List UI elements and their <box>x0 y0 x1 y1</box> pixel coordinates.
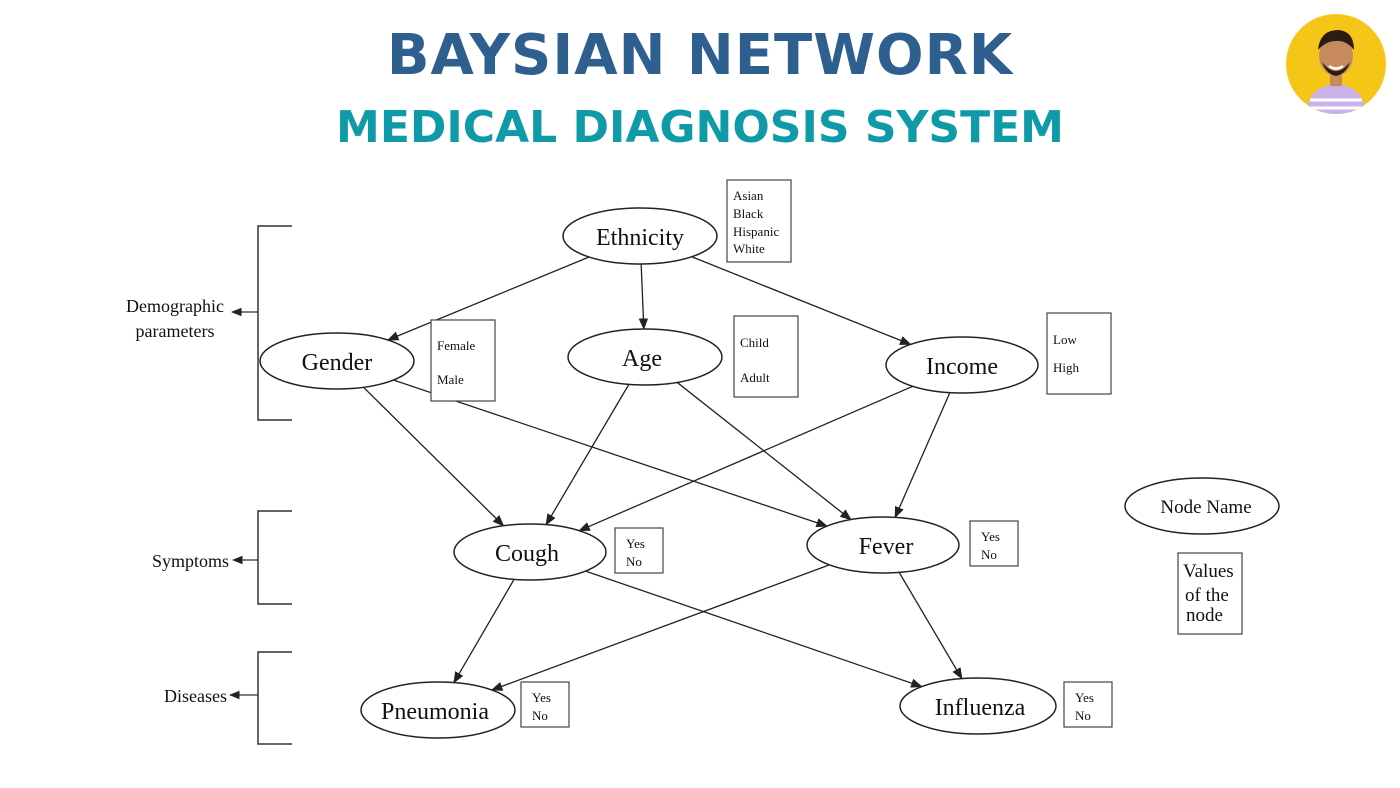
node-influenza: Influenza <box>899 677 1057 735</box>
legend-values-line1: Values <box>1183 561 1234 582</box>
edge-gender-to-fever <box>393 379 829 528</box>
values-box-gender: Female Male <box>430 319 496 402</box>
value-gender-2: Male <box>437 372 464 387</box>
edge-age-to-cough <box>545 384 630 526</box>
legend-values-line2: of the <box>1185 585 1229 606</box>
value-cough-1: Yes <box>626 536 645 551</box>
value-fever-2: No <box>981 547 997 562</box>
node-gender: Gender <box>259 332 415 390</box>
values-box-age: Child Adult <box>733 315 799 398</box>
value-income-2: High <box>1053 360 1080 375</box>
edge-income-to-cough <box>578 385 913 532</box>
demographic-label-line2: parameters <box>136 321 215 341</box>
node-age: Age <box>567 328 723 386</box>
page-title: BAYSIAN NETWORK <box>386 23 1014 88</box>
legend-node-name-label: Node Name <box>1160 497 1251 518</box>
author-avatar <box>1286 14 1386 114</box>
value-cough-2: No <box>626 554 642 569</box>
value-ethnicity-4: White <box>733 241 765 256</box>
demographic-label-line1: Demographic <box>126 296 224 316</box>
value-influenza-2: No <box>1075 708 1091 723</box>
node-ethnicity: Ethnicity <box>562 207 718 265</box>
values-box-ethnicity: Asian Black Hispanic White <box>726 179 792 263</box>
diseases-label: Diseases <box>164 686 227 706</box>
values-box-cough: Yes No <box>614 527 664 574</box>
legend-node-example: Node Name <box>1124 477 1280 535</box>
value-ethnicity-2: Black <box>733 206 764 221</box>
values-box-pneumonia: Yes No <box>520 681 570 728</box>
node-cough: Cough <box>453 523 607 581</box>
values-box-fever: Yes No <box>969 520 1019 567</box>
edge-ethnicity-to-gender <box>386 256 590 341</box>
edge-fever-to-influenza <box>898 572 963 680</box>
value-ethnicity-3: Hispanic <box>733 224 779 239</box>
edge-fever-to-pneumonia <box>490 564 830 691</box>
edge-ethnicity-to-age <box>638 263 649 331</box>
edge-cough-to-influenza <box>585 570 923 688</box>
node-gender-label: Gender <box>302 350 373 376</box>
edges-layer <box>363 256 963 691</box>
values-box-income: Low High <box>1046 312 1112 395</box>
value-gender-1: Female <box>437 338 475 353</box>
edge-ethnicity-to-income <box>691 256 912 345</box>
node-pneumonia: Pneumonia <box>360 681 516 739</box>
value-pneumonia-2: No <box>532 708 548 723</box>
legend-values-line3: node <box>1186 605 1223 626</box>
edge-gender-to-cough <box>363 386 505 527</box>
value-influenza-1: Yes <box>1075 690 1094 705</box>
edge-income-to-fever <box>894 392 951 519</box>
values-box-influenza: Yes No <box>1063 681 1113 728</box>
value-age-1: Child <box>740 335 769 350</box>
node-income-label: Income <box>926 354 998 380</box>
node-income: Income <box>885 336 1039 394</box>
value-ethnicity-1: Asian <box>733 188 764 203</box>
symptoms-label: Symptoms <box>152 551 229 571</box>
edge-cough-to-pneumonia <box>453 579 515 684</box>
demographic-bracket <box>257 225 292 421</box>
page-subtitle: MEDICAL DIAGNOSIS SYSTEM <box>336 102 1064 153</box>
node-ethnicity-label: Ethnicity <box>596 225 684 251</box>
diseases-bracket <box>257 651 292 745</box>
value-fever-1: Yes <box>981 529 1000 544</box>
node-fever: Fever <box>806 516 960 574</box>
node-influenza-label: Influenza <box>935 695 1026 721</box>
node-fever-label: Fever <box>859 534 914 560</box>
symptoms-bracket <box>257 510 292 605</box>
node-cough-label: Cough <box>495 541 559 567</box>
legend-values-example: Values of the node <box>1177 552 1243 635</box>
value-income-1: Low <box>1053 332 1077 347</box>
node-age-label: Age <box>622 346 662 372</box>
value-age-2: Adult <box>740 370 770 385</box>
value-pneumonia-1: Yes <box>532 690 551 705</box>
node-pneumonia-label: Pneumonia <box>381 699 489 725</box>
